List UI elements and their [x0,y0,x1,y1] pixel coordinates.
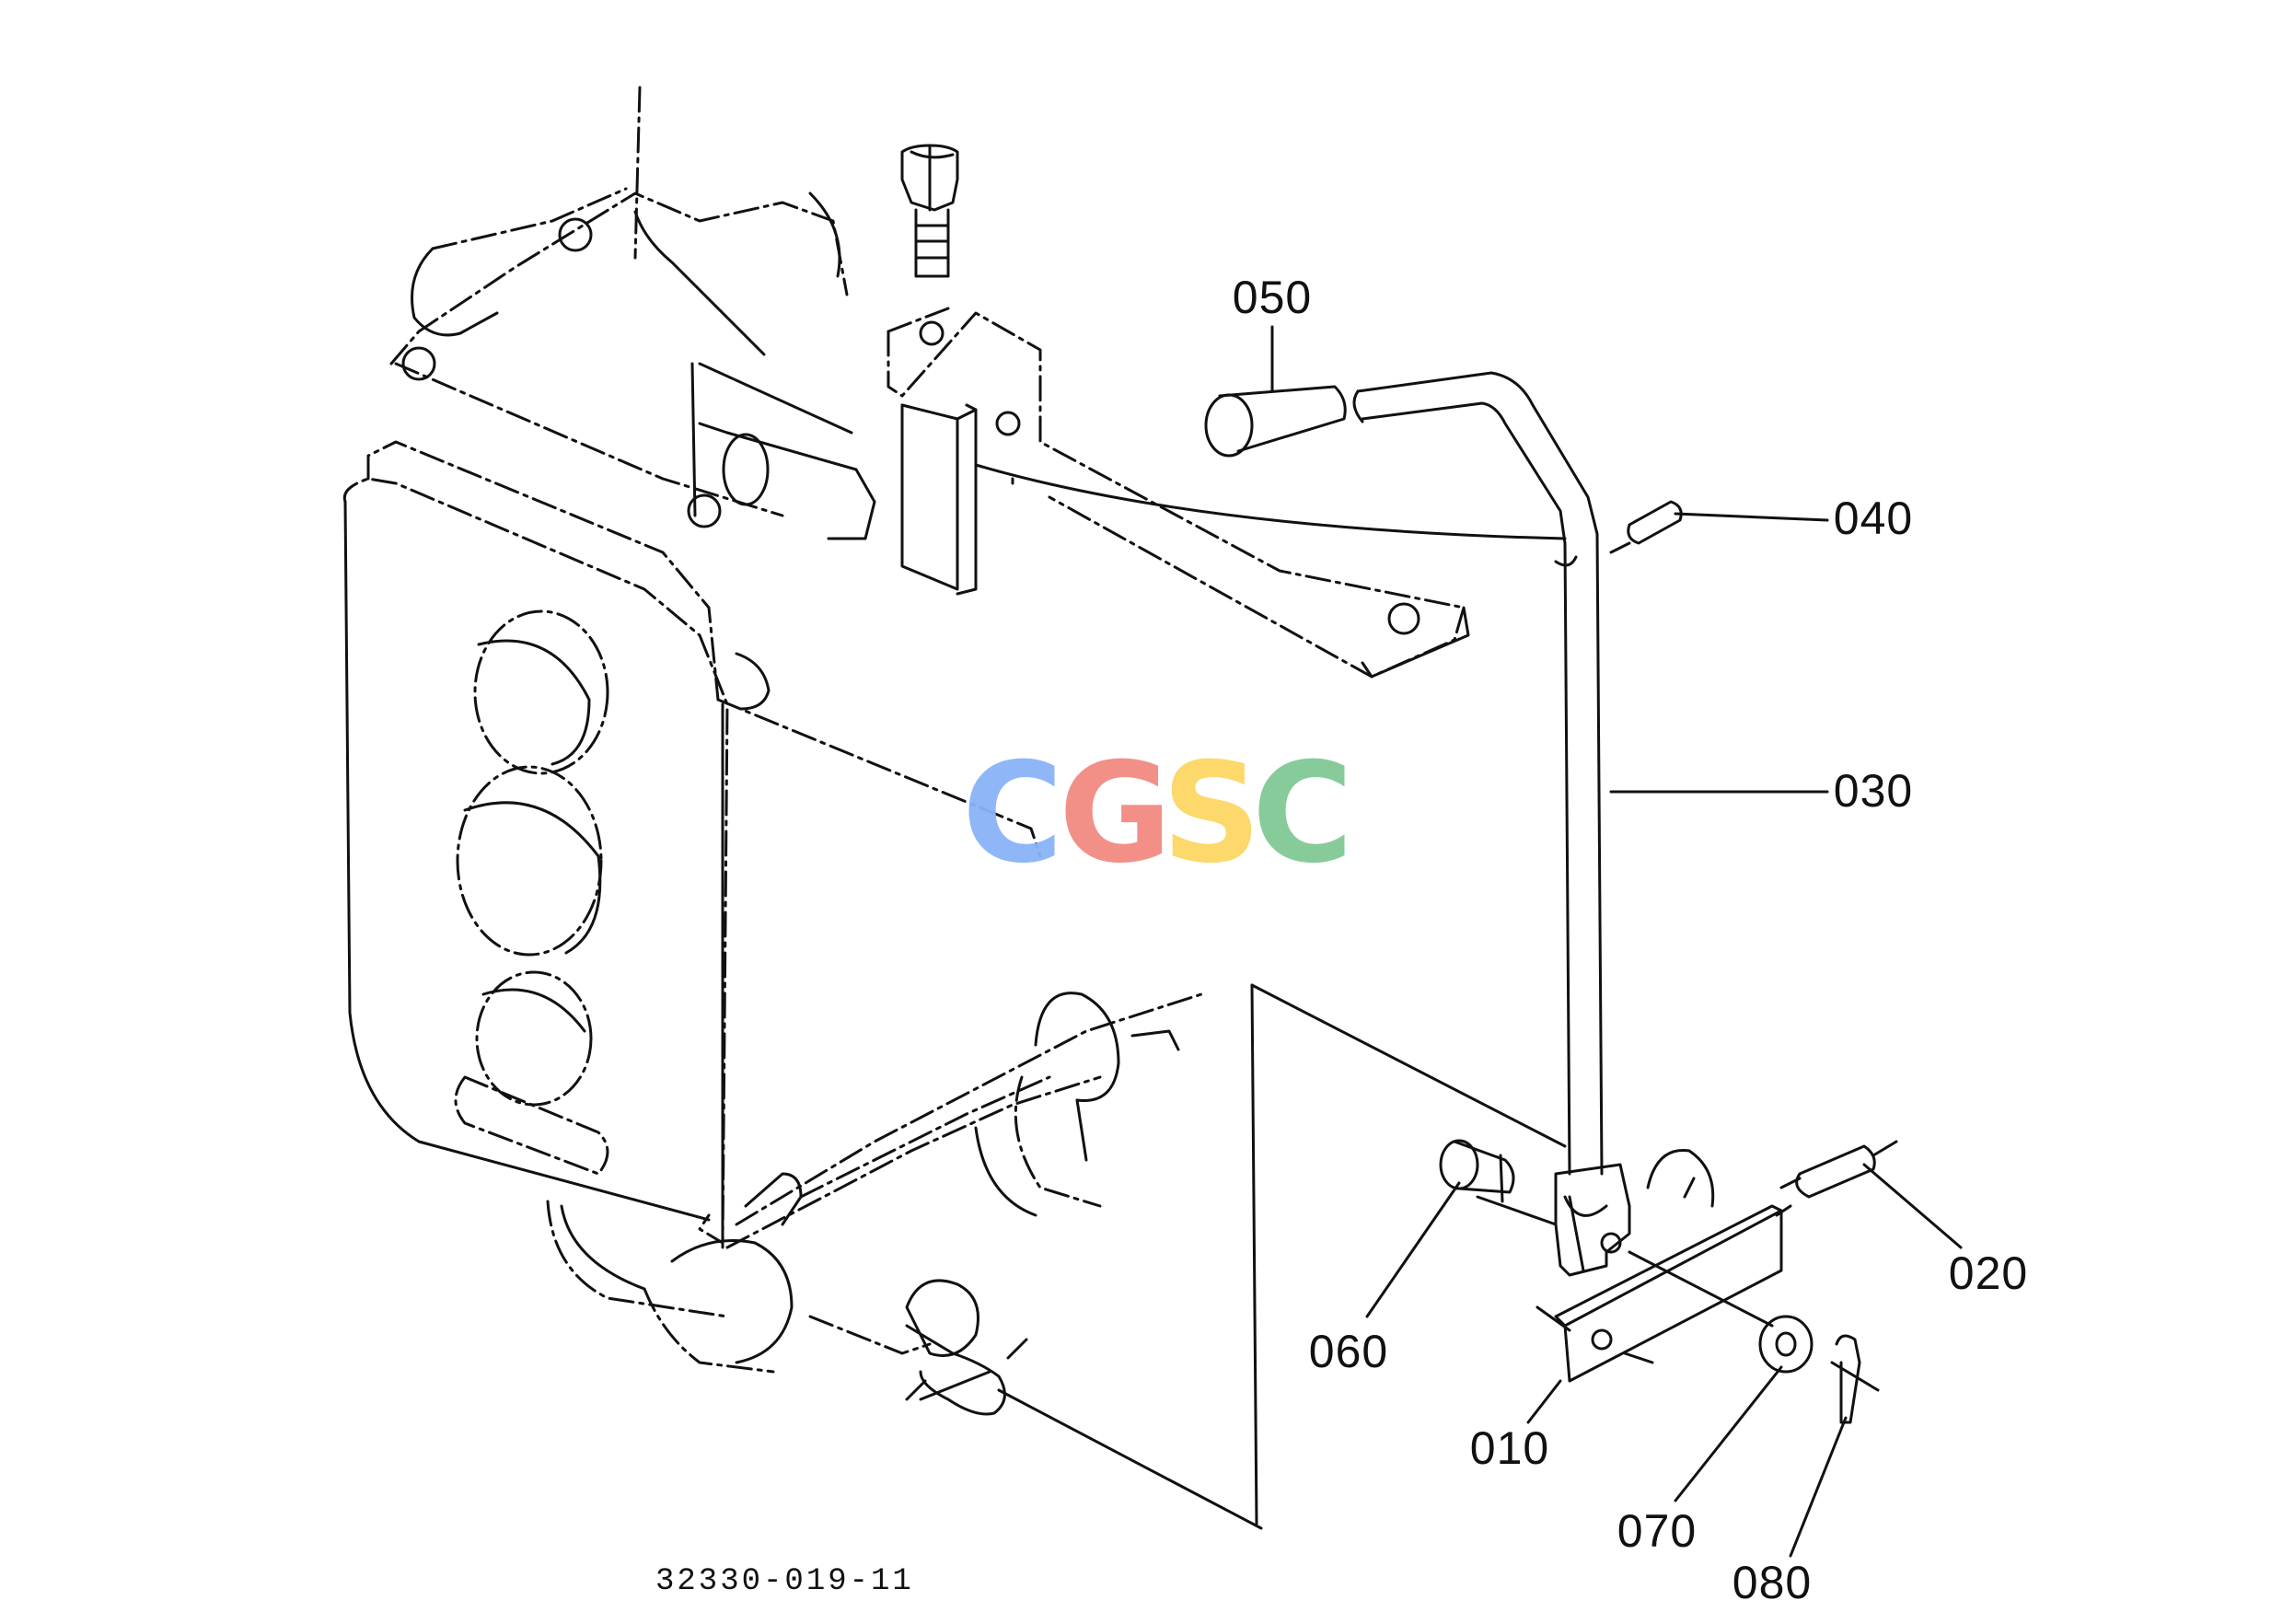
transmission-housing [342,86,1567,1530]
watermark-letter-c1: C [962,734,1063,894]
label-060: 060 [1309,1326,1388,1377]
label-030: 030 [1834,765,1913,817]
watermark-letter-g: G [1059,734,1172,894]
link-plate [1476,1149,1792,1383]
label-080: 080 [1733,1557,1812,1608]
label-070: 070 [1617,1505,1697,1557]
watermark-letter-c2: C [1252,734,1353,894]
part-labels: 050 040 030 020 060 010 070 080 [1233,272,2028,1608]
label-050: 050 [1233,272,1312,323]
watermark-letter-s: S [1162,734,1261,894]
lever-bracket [887,307,1567,679]
clevis-pin-060 [1439,1139,1515,1203]
drawing-code: 32330-019-11 [655,1564,914,1599]
label-040: 040 [1834,493,1913,544]
washer-070 [1758,1315,1814,1374]
spring-pin-020 [1779,1140,1898,1199]
lever-rod [1352,371,1631,1277]
bolt [900,144,959,278]
grip [1204,385,1347,458]
label-020: 020 [1949,1247,2028,1299]
spring-pin-040 [1609,500,1683,554]
cotter-pin-080 [1830,1334,1880,1424]
leader-lines [1270,325,1963,1558]
label-010: 010 [1470,1422,1549,1474]
watermark-logo: C G S C [962,734,1353,894]
